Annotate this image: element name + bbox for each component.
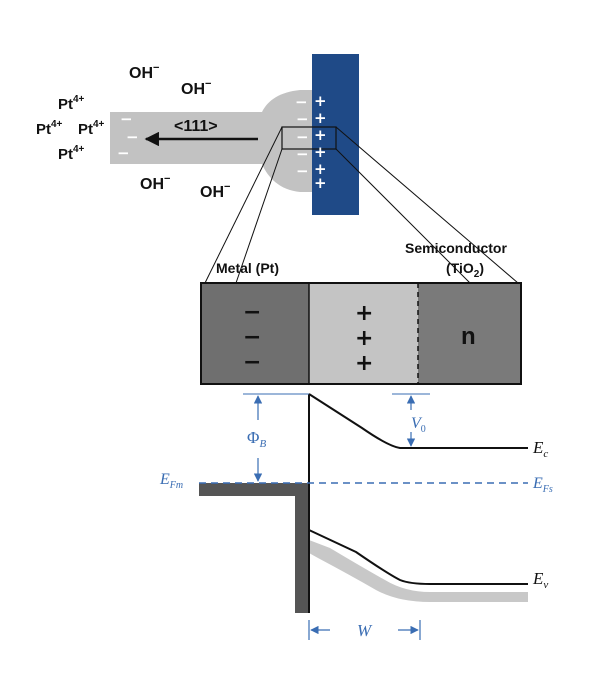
metal-fermi-label: EFm bbox=[159, 471, 183, 491]
platinum-ions: Pt4+ Pt4+ Pt4+ Pt4+ bbox=[36, 94, 105, 163]
semiconductor-formula: (TiO2) bbox=[446, 260, 484, 280]
nanorod-scene: − − − − − − − − + + + + + + <111> OH− OH… bbox=[36, 54, 359, 215]
interface-zoom-box bbox=[281, 126, 337, 150]
depletion-positive-charges: + + + bbox=[355, 301, 373, 376]
phi-b-label: ΦB bbox=[247, 428, 266, 450]
minus-charge: − bbox=[243, 300, 261, 325]
platinum-ion: Pt4+ bbox=[58, 94, 85, 113]
hydroxide-ion: OH− bbox=[181, 78, 211, 98]
metal-fermi-band bbox=[199, 483, 309, 496]
minus-charge: − bbox=[296, 145, 309, 163]
n-type-label: n bbox=[461, 323, 476, 350]
depletion-region bbox=[309, 283, 418, 384]
plus-charge: + bbox=[314, 92, 327, 110]
valence-band bbox=[308, 529, 528, 585]
zoom-projection-lines bbox=[204, 126, 519, 284]
growth-direction-label: <111> bbox=[174, 118, 218, 135]
plus-charge: + bbox=[355, 351, 373, 376]
minus-charge: − bbox=[120, 110, 133, 128]
platinum-ion: Pt4+ bbox=[36, 119, 63, 138]
minus-charge: − bbox=[295, 93, 308, 111]
plus-charge: + bbox=[314, 160, 327, 178]
plus-charge: + bbox=[355, 326, 373, 351]
junction-block: Metal (Pt) Semiconductor (TiO2) − − − + … bbox=[200, 240, 522, 385]
valence-band-label: Ev bbox=[532, 569, 548, 591]
metal-label: Metal (Pt) bbox=[216, 260, 279, 276]
plus-charge: + bbox=[314, 174, 327, 192]
platinum-ion: Pt4+ bbox=[58, 144, 85, 163]
hydroxide-ion: OH− bbox=[140, 173, 170, 193]
pt-nanorod bbox=[110, 90, 315, 192]
minus-charge: − bbox=[296, 128, 309, 146]
hydroxide-ion: OH− bbox=[129, 62, 159, 82]
hydroxide-ions: OH− OH− OH− OH− bbox=[129, 62, 230, 201]
minus-charge: − bbox=[243, 350, 261, 375]
n-semiconductor-region bbox=[418, 283, 521, 384]
plus-charge: + bbox=[314, 109, 327, 127]
minus-charge: − bbox=[117, 144, 130, 162]
rod-negative-charges: − − − − − − − − bbox=[117, 93, 309, 180]
substrate-positive-charges: + + + + + + bbox=[314, 92, 327, 192]
plus-charge: + bbox=[314, 143, 327, 161]
minus-charge: − bbox=[296, 110, 309, 128]
valence-band-shadow bbox=[309, 540, 528, 602]
v0-label: V0 bbox=[411, 415, 426, 435]
semiconductor-fermi-label: EFs bbox=[532, 475, 553, 495]
conduction-band-label: Ec bbox=[532, 438, 548, 460]
plus-charge: + bbox=[355, 301, 373, 326]
depletion-width-label: W bbox=[357, 621, 373, 640]
minus-charge: − bbox=[243, 325, 261, 350]
semiconductor-label: Semiconductor bbox=[405, 240, 507, 256]
metal-region bbox=[201, 283, 309, 384]
minus-charge: − bbox=[126, 128, 139, 146]
hydroxide-ion: OH− bbox=[200, 181, 230, 201]
platinum-ion: Pt4+ bbox=[78, 119, 105, 138]
conduction-band bbox=[308, 393, 528, 449]
metal-negative-charges: − − − bbox=[243, 300, 261, 375]
band-diagram: ΦB V0 Ec Ev EFm EFs W bbox=[159, 393, 553, 640]
junction-outline bbox=[200, 282, 522, 385]
plus-charge: + bbox=[314, 126, 327, 144]
metal-interface-wall bbox=[295, 483, 309, 613]
minus-charge: − bbox=[296, 162, 309, 180]
